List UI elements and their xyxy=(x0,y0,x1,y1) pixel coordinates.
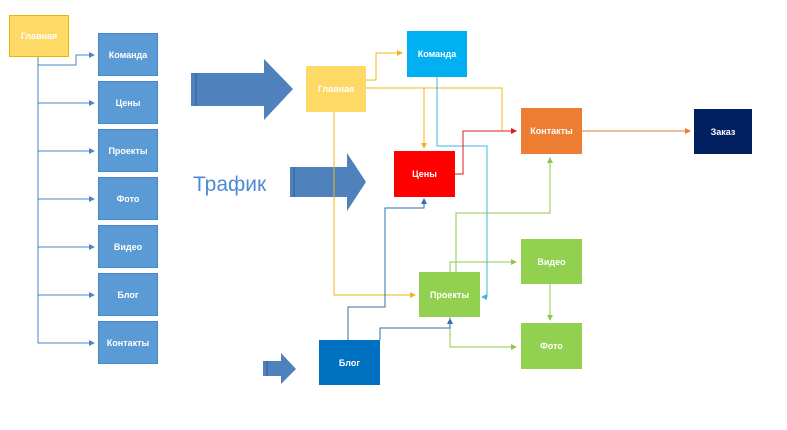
tree-item-foto[interactable]: Фото xyxy=(98,177,158,220)
ceny-to-kontakty xyxy=(455,128,517,175)
flow-node-proekty[interactable]: Проекты xyxy=(419,272,480,317)
flow-node-blog[interactable]: Блог xyxy=(319,340,380,385)
tree-item-video[interactable]: Видео xyxy=(98,225,158,268)
tree-root-glavnaya[interactable]: Главная xyxy=(9,15,69,57)
traffic-label: Трафик xyxy=(193,173,267,196)
glavnaya-connectors xyxy=(333,50,517,298)
tree-connectors xyxy=(37,52,95,346)
tree-item-kontakty[interactable]: Контакты xyxy=(98,321,158,364)
flow-node-glavnaya[interactable]: Главная xyxy=(306,66,366,112)
flow-node-foto[interactable]: Фото xyxy=(521,323,582,369)
tree-item-blog[interactable]: Блог xyxy=(98,273,158,316)
blog-connectors xyxy=(347,198,453,340)
big-arrow-top xyxy=(191,59,293,120)
flow-node-video[interactable]: Видео xyxy=(521,239,582,284)
traffic-arrows xyxy=(191,59,366,384)
tree-item-ceny[interactable]: Цены xyxy=(98,81,158,124)
tree-item-komanda[interactable]: Команда xyxy=(98,33,158,76)
flow-node-kontakty[interactable]: Контакты xyxy=(521,108,582,154)
flow-node-komanda[interactable]: Команда xyxy=(407,31,467,77)
big-arrow-bottom xyxy=(263,353,296,384)
komanda-connectors xyxy=(436,77,488,300)
flow-node-zakaz[interactable]: Заказ xyxy=(694,109,752,154)
tree-item-proekty[interactable]: Проекты xyxy=(98,129,158,172)
flow-node-ceny[interactable]: Цены xyxy=(394,151,455,197)
big-arrow-middle xyxy=(290,153,366,211)
